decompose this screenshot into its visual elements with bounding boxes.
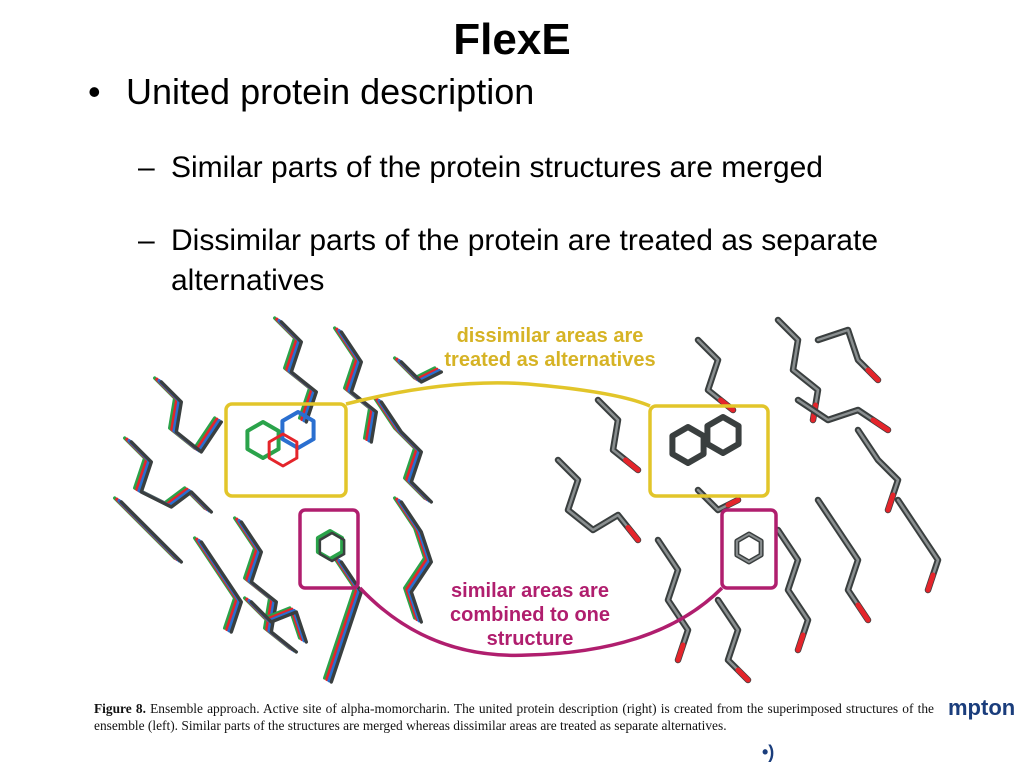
university-logo-text: mpton xyxy=(948,695,1016,720)
right-united-structure xyxy=(554,316,942,684)
right-bond-oxygen xyxy=(625,525,641,543)
left-ring-similar-dark xyxy=(318,531,346,563)
figure-caption: Figure 8. Ensemble approach. Active site… xyxy=(94,700,934,734)
right-bond-oxygen xyxy=(675,642,686,663)
similar-annotation-line2: combined to one xyxy=(450,604,610,626)
sub-bullet-similar: – Similar parts of the protein structure… xyxy=(138,148,938,188)
right-bond-oxygen xyxy=(795,632,806,653)
sub-bullet-dissimilar: – Dissimilar parts of the protein are tr… xyxy=(138,221,938,301)
right-bond-oxygen xyxy=(870,417,891,433)
bullet-text: United protein description xyxy=(126,71,535,112)
slide-title: FlexE xyxy=(453,15,571,64)
right-ring-1 xyxy=(669,424,707,466)
right-ring-2 xyxy=(704,414,742,456)
left-bond-strand xyxy=(279,320,319,424)
left-ring-red xyxy=(267,432,299,468)
left-ensemble-structure xyxy=(113,316,443,684)
similar-box-left xyxy=(298,508,360,590)
similar-annotation-line1: similar areas are xyxy=(451,580,609,602)
caption-label: Figure 8. xyxy=(94,701,146,716)
right-bond-highlight xyxy=(816,498,870,622)
right-bond xyxy=(594,396,642,474)
right-bond xyxy=(714,596,752,684)
caption-text: Ensemble approach. Active site of alpha-… xyxy=(94,701,935,733)
left-bond-strand xyxy=(232,516,292,650)
right-bond-oxygen xyxy=(623,457,641,473)
right-bond xyxy=(694,336,737,414)
dissimilar-annotation-line1: dissimilar areas are xyxy=(457,325,644,347)
bullet-marker: • xyxy=(88,71,101,112)
right-bond xyxy=(774,316,822,424)
university-logo-icon: •) xyxy=(762,742,775,762)
right-bond-oxygen xyxy=(925,572,936,593)
left-ring-green xyxy=(245,420,281,460)
right-bond-oxygen xyxy=(855,602,871,623)
right-bond-oxygen xyxy=(885,492,896,513)
left-bond-strand xyxy=(239,520,299,654)
left-bond-strand xyxy=(249,600,309,644)
sub-bullet-marker: – xyxy=(138,224,155,257)
left-bond-strand xyxy=(379,400,433,504)
left-bond-strand xyxy=(399,500,433,624)
right-bond xyxy=(814,496,872,624)
right-bond-oxygen xyxy=(725,497,741,508)
left-bond-strand xyxy=(329,560,363,684)
similar-box-right xyxy=(720,508,778,590)
right-ring-similar-highlight xyxy=(735,533,763,563)
right-bond-oxygen xyxy=(735,667,751,683)
similar-annotation-line3: structure xyxy=(487,628,574,650)
similar-connector xyxy=(358,586,724,658)
right-bond-highlight xyxy=(656,538,690,662)
right-bond xyxy=(694,486,742,514)
left-bond-strand xyxy=(339,330,378,444)
left-bond-strand xyxy=(199,540,244,634)
dissimilar-annotation-line2: treated as alternatives xyxy=(444,349,655,371)
right-bond-highlight xyxy=(556,458,640,542)
sub-bullet-text: Similar parts of the protein structures … xyxy=(171,151,823,184)
dissimilar-box-right xyxy=(648,404,770,498)
left-bond-strand xyxy=(119,500,184,564)
molecule-figure: dissimilar areas are treated as alternat… xyxy=(113,316,942,684)
right-bond-highlight xyxy=(776,528,810,652)
sub-bullet-text: Dissimilar parts of the protein are trea… xyxy=(171,224,879,297)
sub-bullet-marker: – xyxy=(138,151,155,184)
dissimilar-connector xyxy=(345,381,651,408)
right-bond-oxygen xyxy=(865,367,881,383)
bullet-united-protein: • United protein description xyxy=(88,70,534,114)
right-bond-highlight xyxy=(776,318,820,422)
left-bond-strand xyxy=(159,380,224,454)
dissimilar-box-left xyxy=(224,402,348,498)
left-bond-strand xyxy=(129,440,214,514)
left-bond-strand xyxy=(399,360,443,384)
